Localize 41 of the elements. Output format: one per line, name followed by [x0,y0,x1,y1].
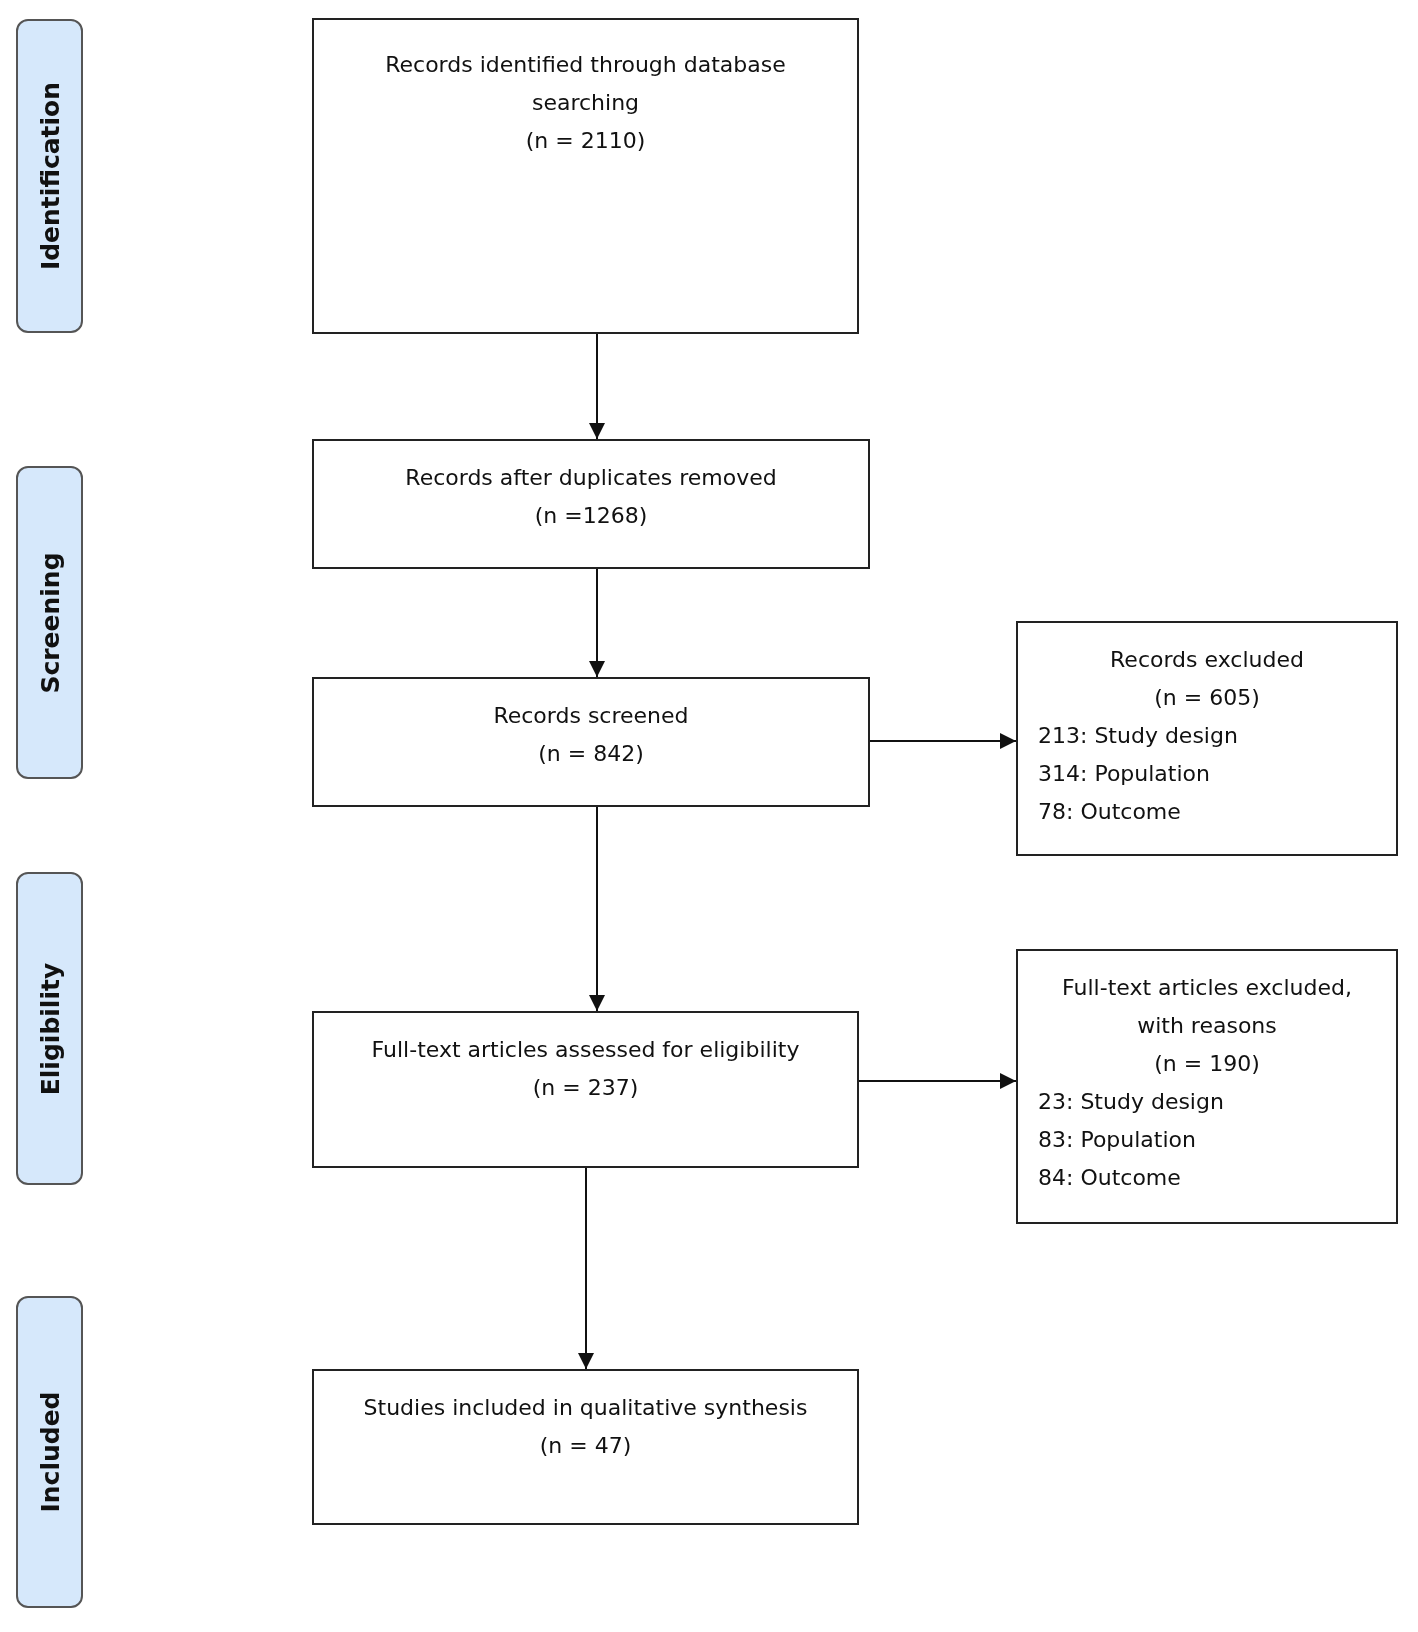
stage-band [16,19,83,333]
stage-label: Included [35,1391,64,1513]
arrow [858,1073,1017,1089]
stage-label: Eligibility [35,962,64,1095]
process-box [312,1011,859,1168]
arrow [589,806,605,1012]
stage-label: Identification [35,81,64,271]
stage-band [16,1296,83,1608]
arrow [869,733,1017,749]
box-text: Studies included in qualitative synthesis [363,1394,808,1422]
box-text: Records identified through database searching [384,51,787,117]
box-text: (n = 237) [532,1074,639,1102]
box-text: Full-text articles assessed for eligibility [371,1036,800,1064]
reason-text: 23: Study design [1038,1088,1224,1116]
arrow [589,333,605,440]
box-text: Records screened [493,702,689,730]
stage-label: Screening [35,551,64,694]
process-box [312,1369,859,1525]
reason-text: 84: Outcome [1038,1164,1181,1192]
box-text: (n = 190) [1154,1050,1260,1078]
reason-text: 83: Population [1038,1126,1196,1154]
process-box [312,439,870,569]
box-text: Records after duplicates removed [405,464,777,492]
stage-band [16,872,83,1185]
arrow [589,568,605,678]
box-text: Full-text articles excluded, with reasons [1061,974,1353,1040]
process-box [1016,949,1398,1224]
process-box [312,18,859,334]
arrow [578,1167,594,1370]
box-text: (n = 2110) [525,127,646,155]
reason-text: 78: Outcome [1038,798,1181,826]
box-text: (n = 605) [1154,684,1260,712]
box-text: (n =1268) [534,502,648,530]
box-text: (n = 47) [539,1432,632,1460]
process-box [312,677,870,807]
process-box [1016,621,1398,856]
reason-text: 314: Population [1038,760,1210,788]
reason-text: 213: Study design [1038,722,1238,750]
box-text: Records excluded [1110,646,1304,674]
box-text: (n = 842) [538,740,644,768]
stage-band [16,466,83,779]
